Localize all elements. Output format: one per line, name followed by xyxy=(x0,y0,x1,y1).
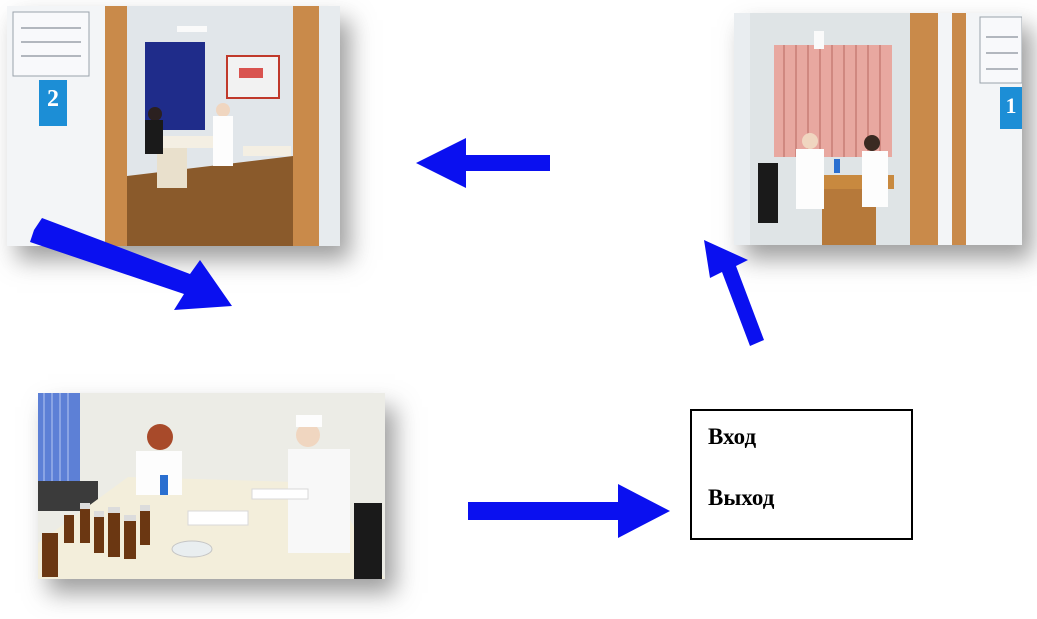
arrow-left xyxy=(416,138,550,188)
legend-box: Вход Выход xyxy=(690,409,913,540)
room-1-photo: 1 xyxy=(734,13,1022,245)
arrow-down-right xyxy=(30,218,232,310)
room-2-photo: 2 xyxy=(7,6,340,246)
exam-photo xyxy=(38,393,385,579)
arrow-up xyxy=(704,240,764,346)
door-number-2: 2 xyxy=(47,86,59,112)
legend-exit-label: Выход xyxy=(708,485,775,510)
legend-entry-label: Вход xyxy=(708,424,757,449)
door-number-1: 1 xyxy=(1005,93,1017,118)
arrow-right xyxy=(468,484,670,538)
